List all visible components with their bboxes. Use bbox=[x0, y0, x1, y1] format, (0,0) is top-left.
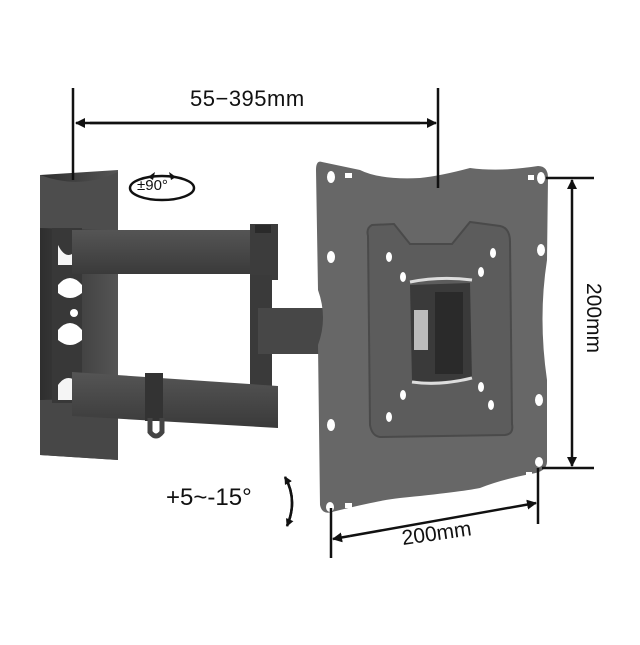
swivel-angle-label: ±90° bbox=[137, 177, 168, 194]
tilt-indicator bbox=[283, 476, 294, 527]
swivel-indicator bbox=[128, 172, 196, 202]
lower-arm bbox=[72, 372, 278, 439]
vesa-vertical-label: 200mm bbox=[582, 282, 605, 354]
tilt-angle-label: +5~-15° bbox=[166, 484, 252, 511]
extension-range-label: 55−395mm bbox=[190, 86, 305, 111]
upper-arm bbox=[72, 224, 278, 280]
dimension-extension bbox=[71, 88, 440, 188]
dimension-vesa-horizontal bbox=[329, 468, 540, 558]
vesa-plate bbox=[316, 161, 548, 513]
vesa-holes bbox=[326, 171, 545, 512]
dimension-vesa-vertical bbox=[542, 176, 594, 470]
